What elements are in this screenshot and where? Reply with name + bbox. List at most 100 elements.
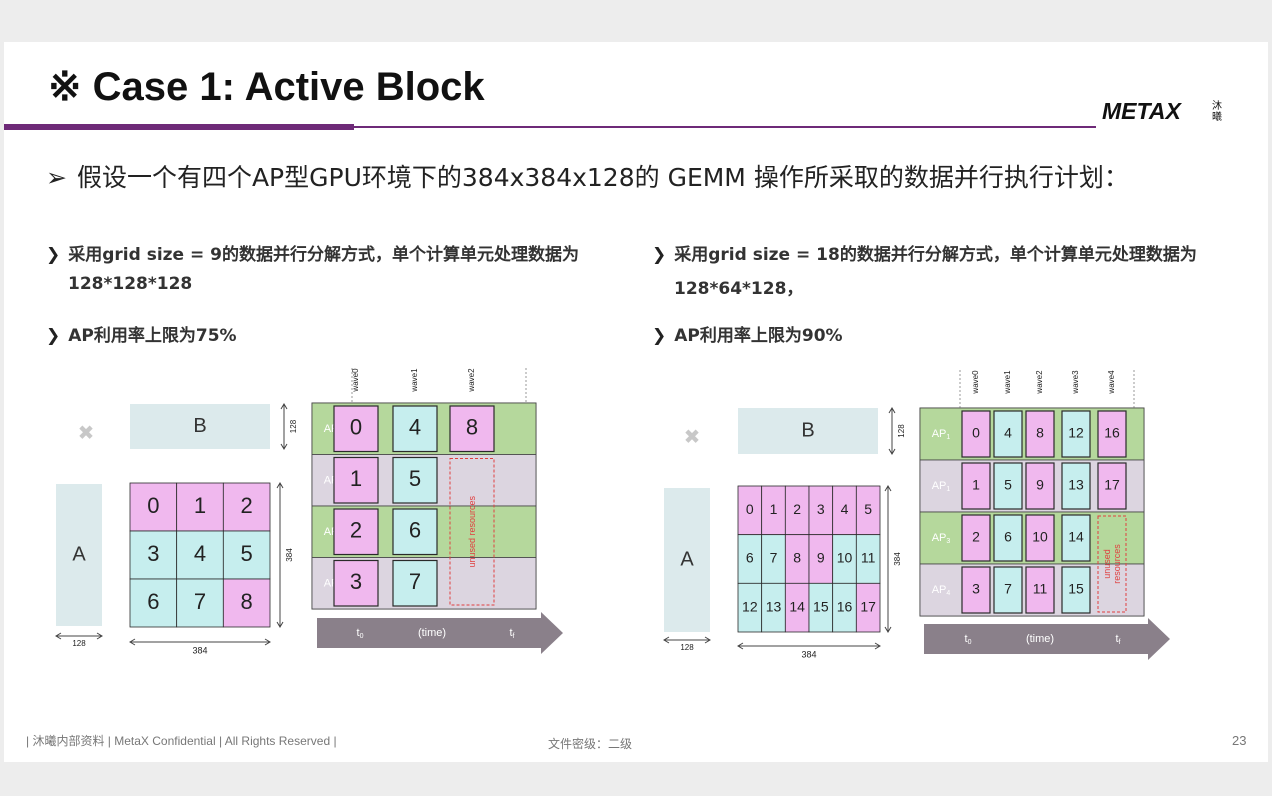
grid18-unused-resources-label: unusedresources xyxy=(1102,544,1122,584)
grid18-grid-cell-label: 13 xyxy=(766,598,782,614)
grid18-b-dim-arrow-head-bottom xyxy=(888,448,896,455)
grid9-wave-label: wave0 xyxy=(351,368,360,393)
grid18-wave-tile-label: 7 xyxy=(1004,581,1012,597)
grid9-multiply-icon: ✖ xyxy=(78,422,95,444)
grid18-a-dim-arrow-head-right xyxy=(704,636,711,644)
grid18-b-dim-arrow-head-top xyxy=(888,407,896,414)
grid9-matrix-b-label: B xyxy=(193,415,206,437)
grid18-wave-tile xyxy=(1061,566,1091,614)
grid9-b-dim-arrow-head-bottom xyxy=(280,443,288,450)
grid18-wave-tile xyxy=(1025,514,1055,562)
grid9-grid-cell-label: 2 xyxy=(241,493,253,518)
left-bullet-1-line1: 采用grid size = 9的数据并行分解方式，单个计算单元处理数据为 xyxy=(68,245,579,265)
slide-title: ※ Case 1: Active Block xyxy=(48,65,485,109)
grid18-a-dim-label: 128 xyxy=(680,643,694,652)
grid18-wave-tile xyxy=(961,514,991,562)
grid18-grid-cell-label: 15 xyxy=(813,598,829,614)
main-bullet: ➢ 假设一个有四个AP型GPU环境下的384x384x128的 GEMM 操作所采… xyxy=(46,158,1129,194)
grid18-matrix-a-label: A xyxy=(680,548,694,570)
grid9-wave-tile xyxy=(392,559,438,607)
grid9-grid-cell-label: 3 xyxy=(147,541,159,566)
grid9-matrix-a xyxy=(56,484,102,626)
grid18-wave-tile-label: 6 xyxy=(1004,529,1012,545)
grid18-unused-resources-box xyxy=(1097,515,1127,613)
grid9-time-axis-label: (time) xyxy=(418,627,446,639)
grid9-wave-tile-label: 6 xyxy=(409,518,421,543)
slide: ※ Case 1: Active Block METAX 沐 曦 ➢假设一个有四… xyxy=(4,42,1268,762)
grid9-wave-label: wave2 xyxy=(467,368,476,393)
grid9-wave-label: wave1 xyxy=(410,368,419,393)
grid18-wave-label: wave1 xyxy=(1003,370,1012,395)
grid18-wave-tile-label: 4 xyxy=(1004,425,1012,441)
grid9-grid-cell-label: 5 xyxy=(241,541,253,566)
grid9-grid-dim-bottom-label: 384 xyxy=(192,645,207,655)
grid18-wave-tile xyxy=(961,566,991,614)
grid18-grid-dim-bottom-arrow-head-left xyxy=(737,642,744,650)
grid9-grid-cell xyxy=(176,482,224,532)
grid9-grid-cell-label: 6 xyxy=(147,589,159,614)
grid18-wave-tile xyxy=(993,462,1023,510)
grid18-time-arrow xyxy=(924,618,1170,660)
grid18-grid-dim-side-label: 384 xyxy=(893,552,902,566)
grid9-a-dim-arrow-head-right xyxy=(96,632,103,640)
grid9-a-dim-arrow-head-left xyxy=(55,632,62,640)
right-bullet-1-line1: 采用grid size = 18的数据并行分解方式，单个计算单元处理数据为 xyxy=(674,245,1197,265)
grid18-wave-tile xyxy=(1025,462,1055,510)
right-bullet-2-text: AP利用率上限为90% xyxy=(674,326,843,346)
grid9-unused-resources-label: unused resources xyxy=(467,495,477,567)
grid9-grid-dim-side-arrow-head-bottom xyxy=(276,621,284,628)
grid18-wave-tile-label: 11 xyxy=(1033,581,1048,597)
grid18-grid-cell-label: 16 xyxy=(837,598,853,614)
grid18-wave-tile-label: 2 xyxy=(972,529,980,545)
grid18-matrix-b xyxy=(738,408,878,454)
grid9-time-arrow xyxy=(317,612,563,654)
grid9-wave-tile-label: 2 xyxy=(350,518,362,543)
grid18-wave-tile xyxy=(1097,462,1127,510)
grid18-grid-cell-label: 0 xyxy=(746,501,754,517)
main-bullet-marker: ➢ xyxy=(46,163,67,192)
grid9-wave-tile-label: 8 xyxy=(466,415,478,440)
grid9-unused-resources-box xyxy=(449,458,495,606)
grid18-wave-tile-label: 12 xyxy=(1068,425,1084,441)
grid9-wave-tile-label: 4 xyxy=(409,415,421,440)
grid9-wave-tile xyxy=(333,405,379,453)
grid9-time-end-label: tf xyxy=(509,627,514,640)
grid9-matrix-a-label: A xyxy=(72,543,86,565)
left-bullet-2: ❯AP利用率上限为75% xyxy=(46,321,237,346)
grid18-b-dim-label: 128 xyxy=(897,424,906,438)
grid9-wave-tile xyxy=(333,456,379,504)
grid9-grid-dim-bottom-arrow-head-right xyxy=(264,638,271,646)
grid18-grid-cell-label: 3 xyxy=(817,501,825,517)
grid18-wave-tile-label: 8 xyxy=(1036,425,1044,441)
grid18-matrix-a xyxy=(664,488,710,632)
main-bullet-text: 假设一个有四个AP型GPU环境下的384x384x128的 GEMM 操作所采取… xyxy=(76,163,1129,192)
grid18-wave-tile-label: 10 xyxy=(1032,529,1048,545)
footer-confidential: | 沐曦内部资料 | MetaX Confidential | All Righ… xyxy=(26,734,337,748)
grid9-grid-cell-label: 8 xyxy=(241,589,253,614)
grid18-wave-tile-label: 0 xyxy=(972,425,980,441)
grid18-wave-label: wave0 xyxy=(971,370,980,395)
grid9-grid-cell-label: 1 xyxy=(194,493,206,518)
bullet-marker: ❯ xyxy=(46,245,61,265)
grid9-wave-tile-label: 1 xyxy=(350,466,362,491)
title-underline xyxy=(354,126,1096,128)
bullet-marker: ❯ xyxy=(652,326,667,346)
grid9-a-dim-label: 128 xyxy=(72,639,86,648)
footer-classification: 文件密级：二级 xyxy=(548,737,633,751)
grid18-wave-label: wave3 xyxy=(1071,370,1080,395)
grid18-grid-cell-label: 11 xyxy=(861,550,876,566)
grid18-grid-cell-label: 1 xyxy=(770,501,778,517)
grid18-wave-tile xyxy=(961,462,991,510)
grid9-grid-cell xyxy=(129,530,178,580)
page-number: 23 xyxy=(1232,733,1247,748)
grid9-grid-dim-bottom-arrow-head-left xyxy=(129,638,136,646)
grid9-grid-cell xyxy=(222,482,271,532)
bullet-marker: ❯ xyxy=(652,245,667,265)
left-bullet-1-line2: 128*128*128 xyxy=(68,274,193,294)
grid9-wave-tile-label: 5 xyxy=(409,466,421,491)
grid18-wave-tile xyxy=(1061,462,1091,510)
right-bullet-2: ❯ AP利用率上限为90% xyxy=(652,321,843,346)
grid18-wave-tile xyxy=(1061,410,1091,458)
grid18-wave-label: wave2 xyxy=(1035,370,1044,395)
grid18-grid-cell-label: 2 xyxy=(793,501,801,517)
